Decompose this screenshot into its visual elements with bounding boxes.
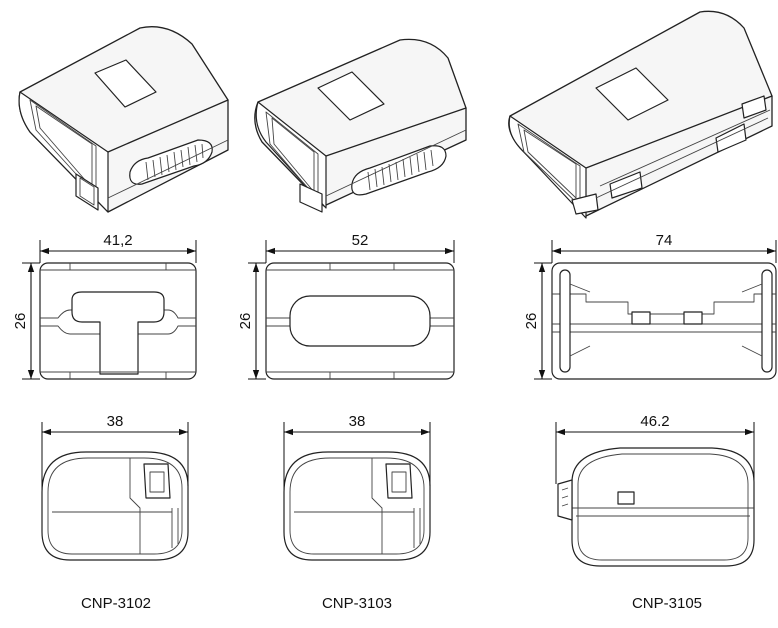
- iso-view-cnp-3105: [508, 10, 773, 219]
- end-view-cnp-3102: [41, 451, 189, 561]
- model-label-cnp-3102: CNP-3102: [81, 595, 151, 612]
- length-label-cnp-3105: 74: [656, 232, 673, 249]
- dim-height-cnp-3105: [534, 262, 552, 380]
- model-label-cnp-3103: CNP-3103: [322, 595, 392, 612]
- front-view-cnp-3103: [265, 262, 455, 380]
- dim-width-cnp-3105: [555, 422, 755, 484]
- length-label-cnp-3103: 52: [352, 232, 369, 249]
- height-label-cnp-3102: 26: [12, 313, 29, 330]
- model-label-cnp-3105: CNP-3105: [632, 595, 702, 612]
- dim-height-cnp-3103: [248, 262, 266, 380]
- dim-length-cnp-3102: [39, 240, 197, 263]
- end-view-cnp-3105: [557, 447, 755, 567]
- front-view-cnp-3102: [39, 262, 197, 380]
- front-view-cnp-3105: [551, 262, 777, 380]
- dim-height-cnp-3102: [22, 262, 40, 380]
- dim-length-cnp-3105: [551, 240, 777, 263]
- width-label-cnp-3105: 46.2: [640, 413, 669, 430]
- height-label-cnp-3103: 26: [237, 313, 254, 330]
- iso-view-cnp-3102: [18, 26, 229, 213]
- dim-width-cnp-3102: [41, 422, 189, 490]
- height-label-cnp-3105: 26: [523, 313, 540, 330]
- width-label-cnp-3103: 38: [349, 413, 366, 430]
- length-label-cnp-3102: 41,2: [103, 232, 132, 249]
- end-view-cnp-3103: [283, 451, 431, 561]
- dim-width-cnp-3103: [283, 422, 431, 490]
- dim-length-cnp-3103: [265, 240, 455, 263]
- width-label-cnp-3102: 38: [107, 413, 124, 430]
- iso-view-cnp-3103: [254, 38, 467, 213]
